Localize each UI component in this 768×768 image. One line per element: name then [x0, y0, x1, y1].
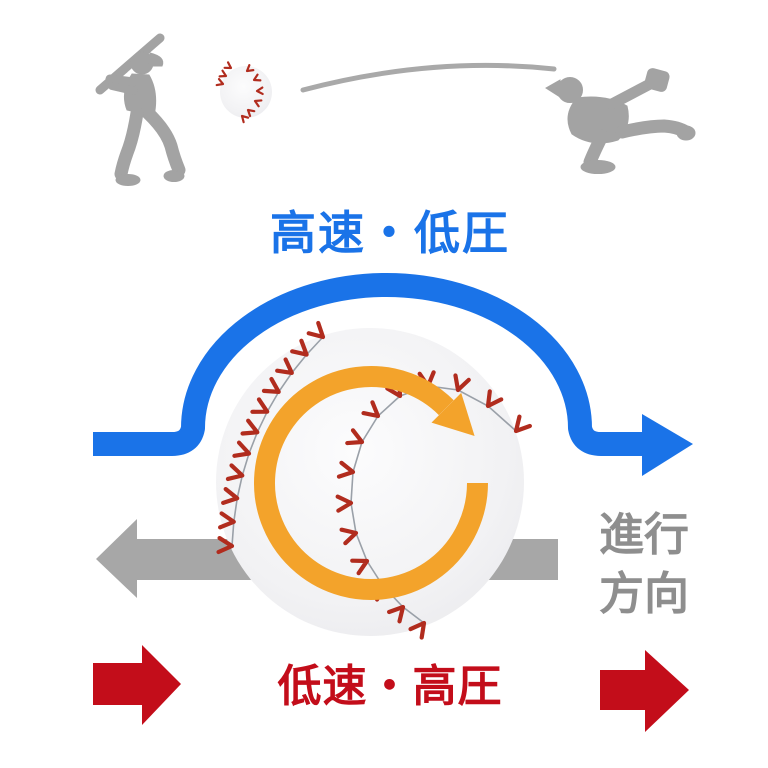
airflow-over-ball-arrow-shaft	[93, 273, 646, 456]
travel-direction-label-line1: 進行	[599, 509, 690, 560]
bottom-airflow-arrow-left	[93, 645, 181, 725]
glove-icon	[644, 68, 670, 92]
bottom-airflow-arrow-right	[600, 650, 689, 732]
baseball-icon	[220, 66, 272, 118]
ball-flight-path-line	[300, 62, 557, 93]
airflow-over-ball-arrowhead	[642, 414, 693, 476]
travel-direction-label-line2: 方向	[599, 567, 690, 619]
ball-spin-arrow	[254, 366, 488, 600]
pitcher-silhouette-icon	[545, 68, 696, 174]
baseball-stitches	[215, 61, 264, 124]
high-speed-low-pressure-label: 高速・低圧	[270, 207, 510, 259]
travel-direction-label: 進行 方向	[599, 506, 689, 624]
low-speed-high-pressure-label: 低速・高圧	[277, 662, 503, 711]
airflow-over-ball-arrow	[93, 273, 693, 476]
ball-spin-arrowhead	[431, 392, 475, 436]
baseball-closeup-stitches	[216, 320, 532, 640]
batter-silhouette-icon	[95, 33, 186, 186]
top-scene	[95, 33, 696, 186]
ball-spin-arrow-arc	[254, 366, 488, 600]
